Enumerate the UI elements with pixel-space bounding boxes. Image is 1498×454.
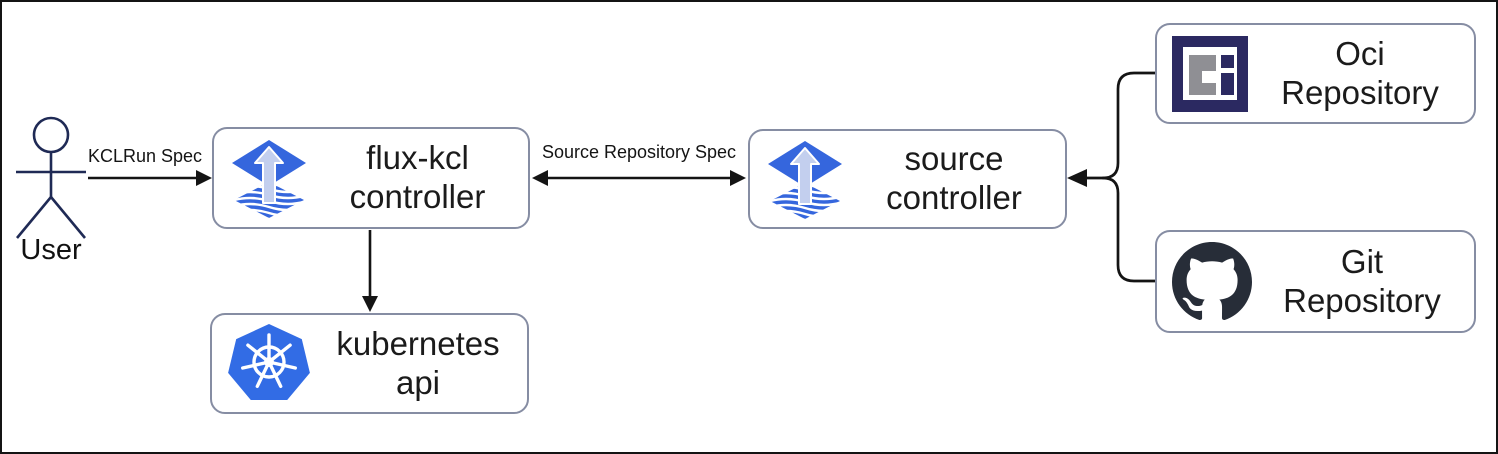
flux-icon — [229, 136, 309, 220]
node-label-oci-repository: Oci Repository — [1281, 34, 1439, 111]
kubernetes-icon — [227, 324, 311, 404]
edge-source-repository-spec-arrow — [532, 170, 746, 186]
node-label-flux-kcl-controller: flux-kcl controller — [349, 139, 486, 215]
node-source-controller: source controller — [748, 129, 1067, 229]
node-git-repository: Git Repository — [1155, 230, 1476, 333]
user-figure — [15, 116, 87, 239]
flux-icon — [765, 137, 845, 221]
node-label-git-repository: Git Repository — [1283, 242, 1441, 319]
node-oci-repository: Oci Repository — [1155, 23, 1476, 124]
edge-label-source-repository-spec: Source Repository Spec — [541, 142, 737, 162]
node-kubernetes-api: kubernetes api — [210, 313, 529, 414]
node-label-source-controller: source controller — [886, 140, 1022, 216]
edge-kclrun-spec-arrow — [88, 170, 212, 186]
edge-label-kclrun-spec: KCLRun Spec — [87, 146, 203, 166]
edge-flux-to-kubernetes-arrow — [362, 230, 378, 312]
github-icon — [1172, 242, 1252, 322]
oci-icon — [1172, 36, 1248, 112]
edge-repositories-to-source-arrow — [1067, 71, 1157, 283]
user-head — [32, 116, 70, 154]
node-label-kubernetes-api: kubernetes api — [336, 324, 500, 401]
user-label: User — [20, 234, 82, 266]
node-flux-kcl-controller: flux-kcl controller — [212, 127, 530, 229]
